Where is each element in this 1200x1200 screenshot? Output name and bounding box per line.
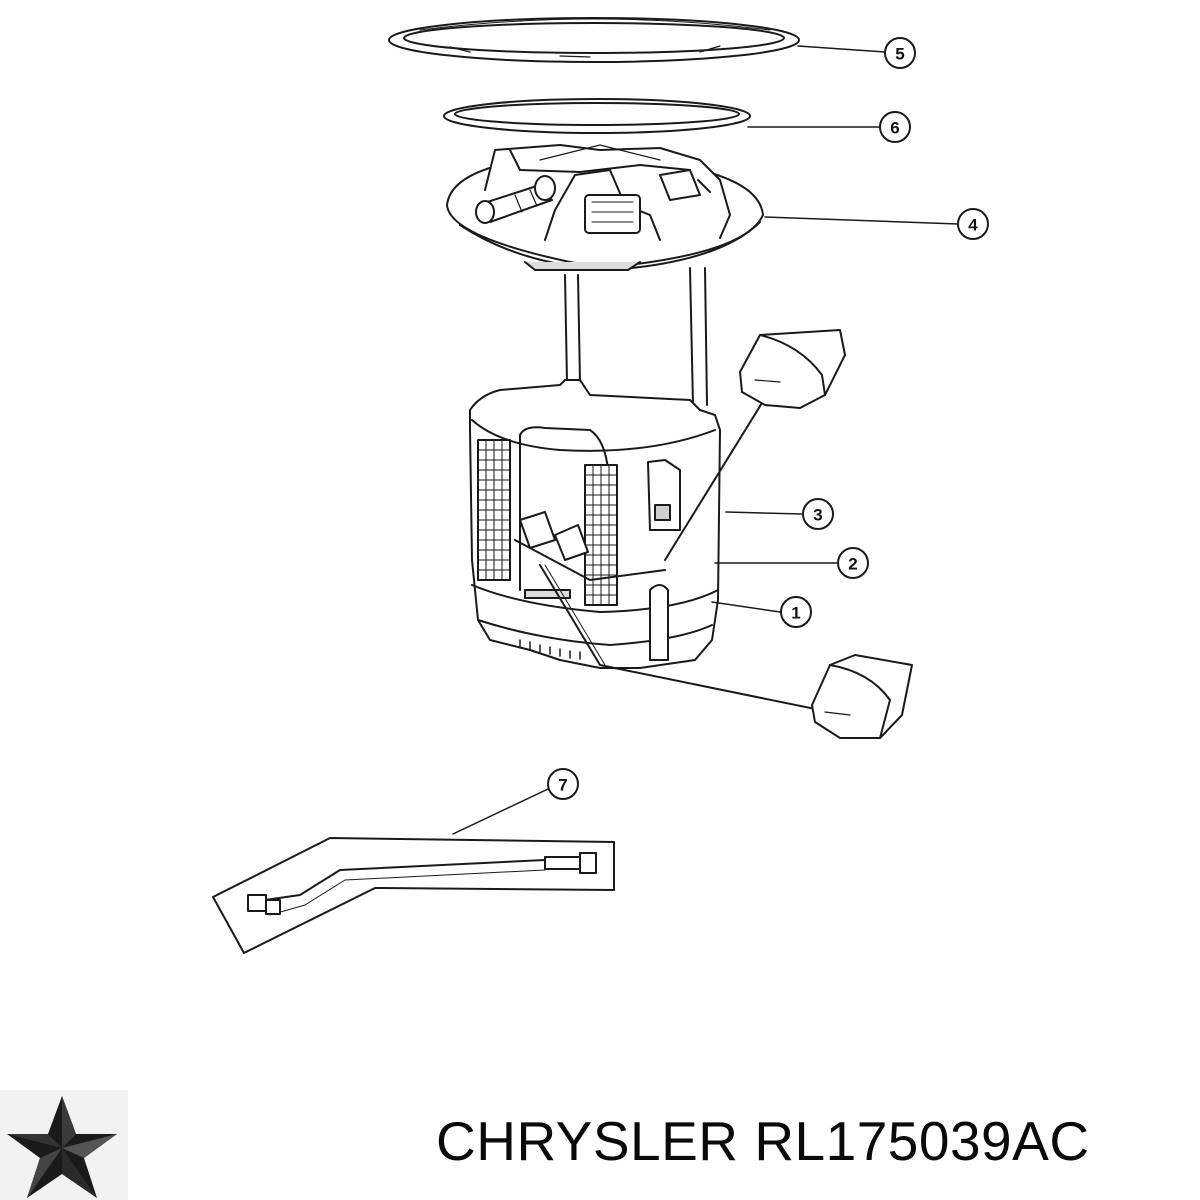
callout-circle-5: [884, 37, 916, 69]
callout-circle-1: [780, 596, 812, 628]
callout-label-5: 5: [895, 45, 904, 64]
callout-circle-4: [957, 208, 989, 240]
guide-rods: [564, 267, 708, 406]
part-number-caption: CHRYSLER RL175039AC: [436, 1106, 1196, 1176]
part-number: RL175039AC: [754, 1110, 1090, 1172]
reservoir-bucket-part: [469, 379, 721, 669]
callout-circle-2: [837, 547, 869, 579]
callout-circle-3: [802, 498, 834, 530]
callout-leaders: [452, 45, 959, 835]
chrysler-pentastar-icon: [0, 1090, 128, 1200]
wiring-harness-part: [212, 837, 615, 954]
brand-name: CHRYSLER: [436, 1110, 739, 1172]
flange-cover-part: [446, 144, 764, 271]
lock-ring-part: [388, 17, 800, 63]
callout-label-1: 1: [791, 604, 800, 623]
callout-label-7: 7: [558, 776, 567, 795]
callout-label-3: 3: [813, 506, 822, 525]
callout-label-6: 6: [890, 119, 899, 138]
fuel-level-sender-part: [539, 329, 913, 739]
callout-label-4: 4: [968, 216, 978, 235]
callout-label-2: 2: [848, 555, 857, 574]
seal-ring-part: [443, 98, 751, 134]
callout-circles: [547, 37, 989, 800]
callout-circle-7: [547, 768, 579, 800]
callout-circle-6: [879, 111, 911, 143]
